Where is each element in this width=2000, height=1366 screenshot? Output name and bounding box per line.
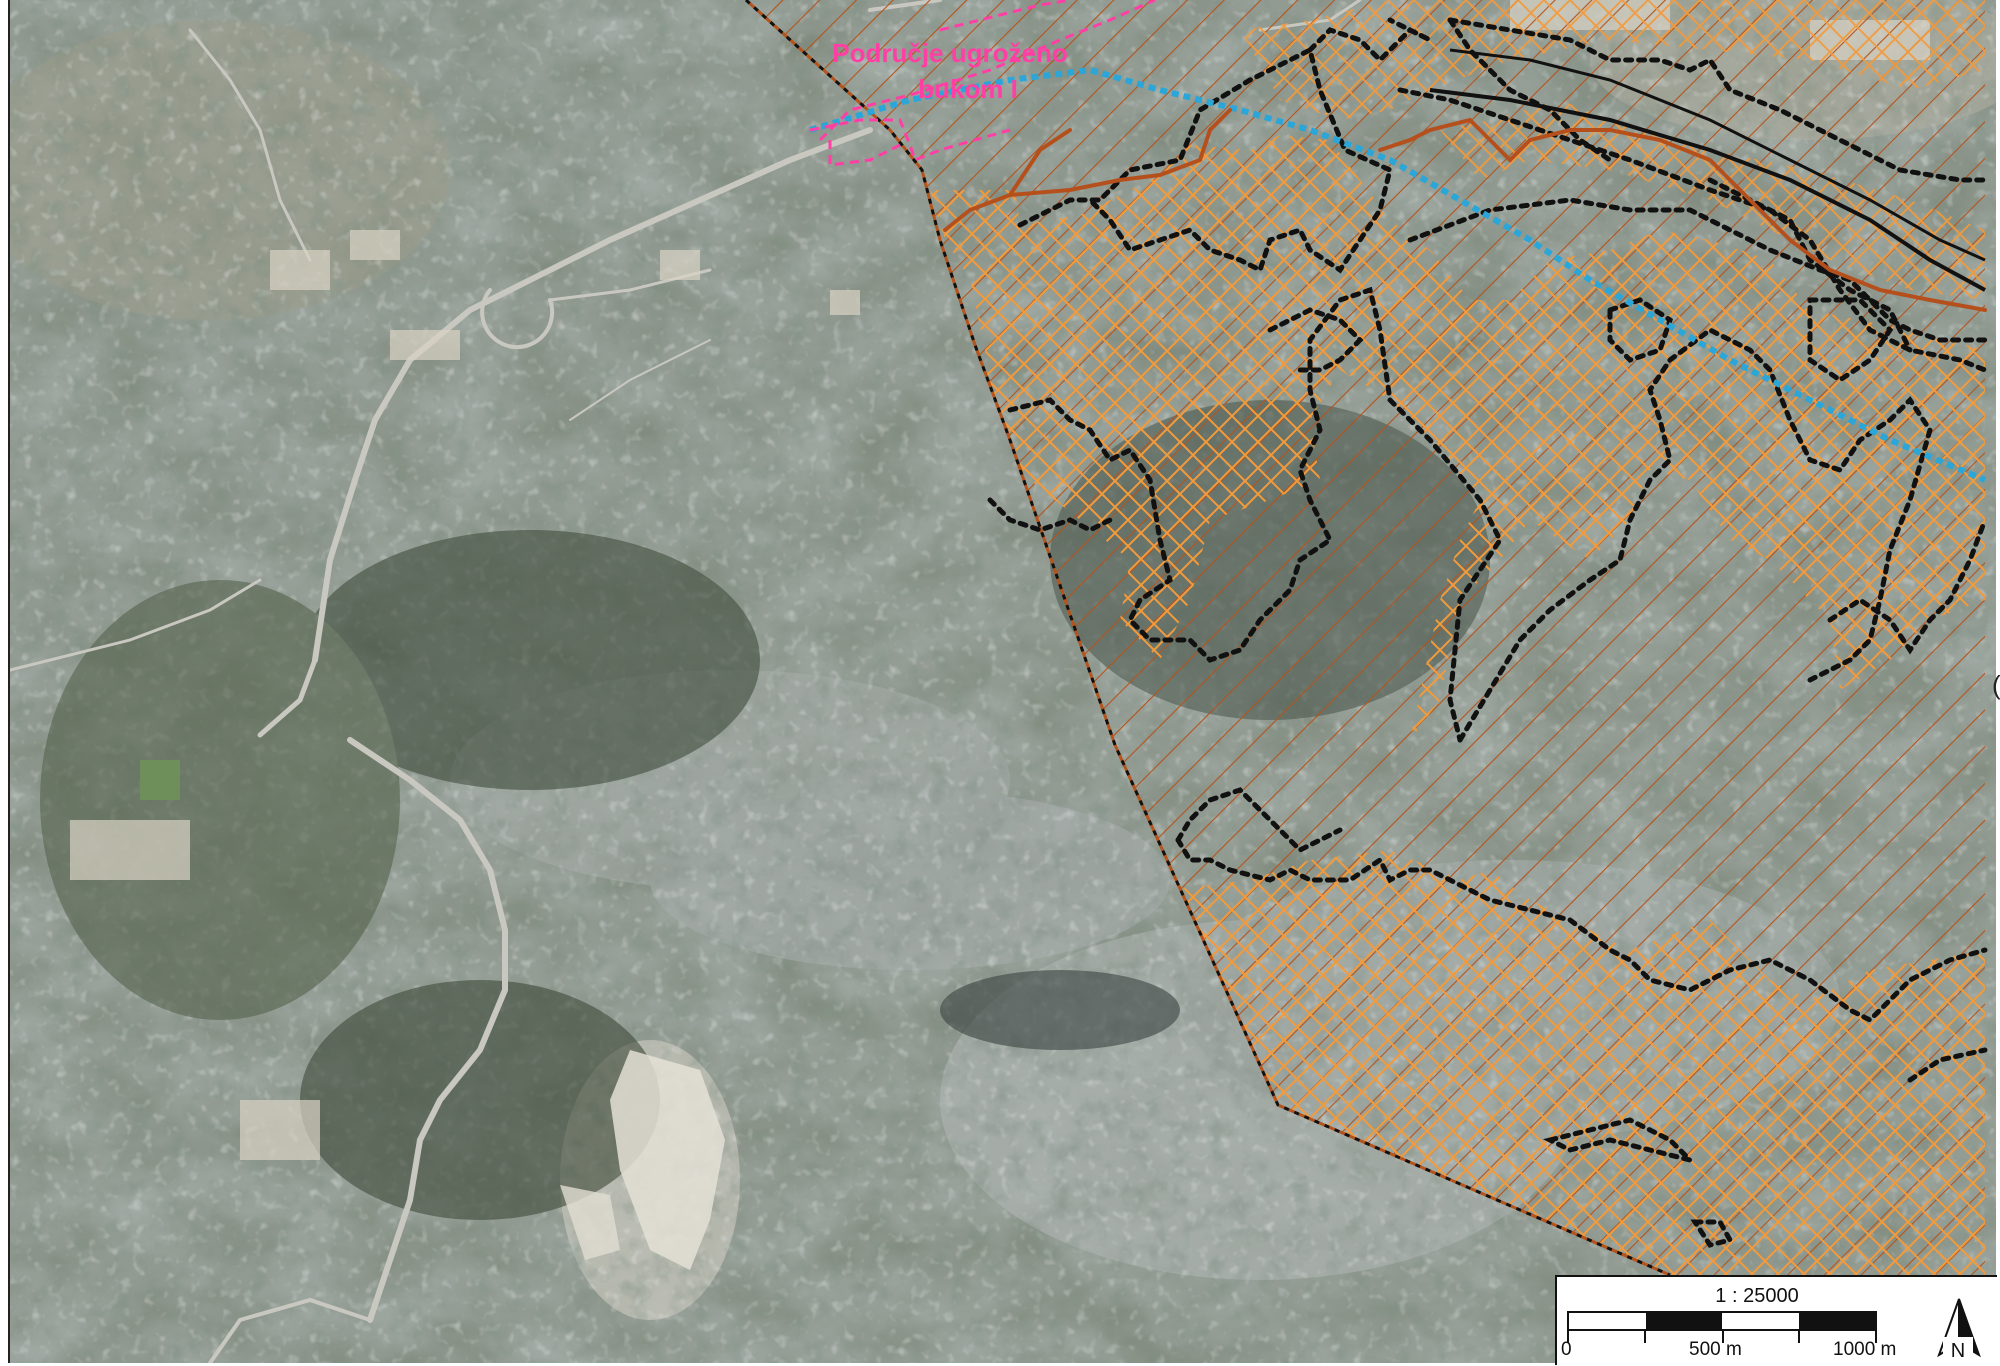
satellite-map[interactable]: Područje ugroženo bukom I <box>10 0 1996 1363</box>
scale-tick <box>1644 1331 1646 1343</box>
noise-zone <box>809 0 1156 167</box>
habitat-boundaries <box>987 17 1988 1248</box>
scale-legend: 1 : 25000 0 500 m 1000 m N <box>1555 1275 1997 1365</box>
scale-tick <box>1875 1331 1877 1343</box>
scale-bar <box>1567 1311 1877 1331</box>
quarry-secondary <box>560 1185 620 1260</box>
quarry <box>610 1050 725 1270</box>
scale-segment <box>1722 1313 1799 1329</box>
sports-field <box>140 760 180 800</box>
scale-tick <box>1567 1331 1569 1343</box>
scale-label-500: 500 m <box>1689 1339 1742 1360</box>
noise-zone-label: Područje ugroženo bukom I <box>832 38 1067 104</box>
svg-text:Područje ugroženo: Područje ugroženo <box>832 38 1067 68</box>
map-frame[interactable]: Područje ugroženo bukom I <box>8 0 1996 1363</box>
scale-tick <box>1722 1331 1724 1343</box>
zone-boundary <box>744 0 1671 1277</box>
scale-label-zero: 0 <box>1561 1339 1572 1360</box>
solid-boundary-line-2 <box>1449 48 1986 262</box>
scale-segment <box>1798 1313 1875 1329</box>
brown-roads <box>943 108 1987 312</box>
north-label: N <box>1951 1340 1965 1361</box>
solid-boundary-line <box>1429 88 1986 292</box>
stream-line <box>809 66 1987 483</box>
scale-ratio: 1 : 25000 <box>1715 1285 1799 1307</box>
edge-label: ( <box>1992 670 2000 700</box>
scale-label-1000: 1000 m <box>1833 1339 1897 1360</box>
north-arrow-icon: N <box>1933 1297 1985 1366</box>
svg-text:bukom I: bukom I <box>918 74 1018 104</box>
scale-segment <box>1645 1313 1722 1329</box>
scale-tick <box>1798 1331 1800 1343</box>
scale-segment <box>1569 1313 1646 1329</box>
